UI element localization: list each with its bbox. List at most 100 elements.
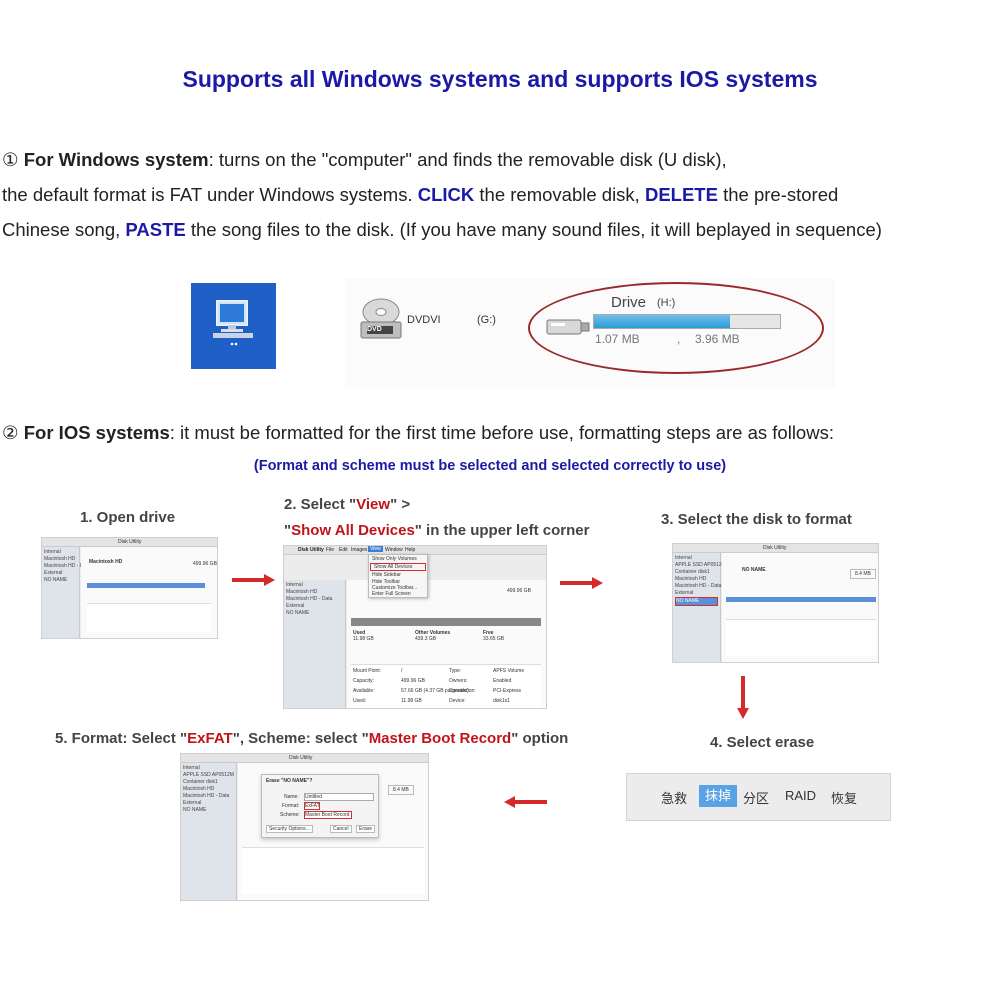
- raid-button[interactable]: RAID: [785, 788, 817, 803]
- menu-item-hide-sidebar[interactable]: Hide Sidebar: [372, 572, 401, 578]
- menu-item-show-all-devices[interactable]: Show All Devices: [370, 563, 426, 571]
- delete-keyword: DELETE: [644, 184, 718, 205]
- step-5-mbr: Master Boot Record: [368, 730, 512, 747]
- drive-free-space: 1.07 MB: [595, 332, 640, 346]
- windows-line2-b: the removable disk,: [474, 184, 645, 205]
- dvd-drive-icon: [360, 298, 402, 339]
- erase-toolbar: 急救 抹掉 分区 RAID 恢复: [626, 773, 891, 821]
- device-size: 8.4 MB: [388, 785, 414, 795]
- step-1-label: 1. Open drive: [80, 509, 176, 526]
- sidebar-item-no-name[interactable]: NO NAME: [44, 577, 68, 583]
- format-select[interactable]: ExFAT: [304, 802, 320, 810]
- erase-button[interactable]: 抹掉: [699, 785, 737, 807]
- explorer-strip: DVD DVDVI (G:) Drive (H:) 1.07 MB , 3.96…: [345, 278, 835, 388]
- sidebar-item-macintosh-hd[interactable]: Macintosh HD: [44, 556, 76, 562]
- arrow-right-icon: [560, 577, 603, 589]
- scheme-select[interactable]: Master Boot Record: [304, 811, 352, 819]
- format-label: Format:: [282, 803, 300, 809]
- step-5-text-a: 5. Format: Select ": [55, 730, 188, 747]
- step-5-text-c: " option: [511, 730, 569, 747]
- sidebar-item-no-name[interactable]: NO NAME: [183, 807, 207, 813]
- step-2-text-d: " in the upper left corner: [414, 522, 590, 539]
- step-2-label-line1: 2. Select "View" >: [284, 496, 410, 513]
- info-table: [242, 847, 424, 894]
- cell: 11.98 GB: [401, 698, 422, 704]
- menu-edit[interactable]: Edit: [339, 547, 348, 553]
- dvd-drive-letter: (G:): [477, 314, 496, 326]
- menu-item-hide-toolbar[interactable]: Hide Toolbar: [372, 579, 400, 585]
- dvd-label: DVDVI: [407, 314, 441, 326]
- cell: 57.66 GB (4.37 GB purgeable): [401, 688, 469, 694]
- sidebar-item-macintosh-hd[interactable]: Macintosh HD: [286, 589, 318, 595]
- windows-bullet: ①: [2, 149, 19, 170]
- other-volumes-value: 439.3 GB: [415, 636, 437, 642]
- dvd-badge: DVD: [367, 326, 382, 333]
- sidebar-item-macintosh-hd-data[interactable]: Macintosh HD - Data: [675, 583, 722, 589]
- windows-line2-a: the default format is FAT under Windows …: [2, 184, 418, 205]
- step-5-text-b: ", Scheme: select ": [232, 730, 369, 747]
- drive-letter: (H:): [657, 297, 676, 309]
- menu-item-show-only-volumes[interactable]: Show Only Volumes: [372, 556, 417, 562]
- partition-button[interactable]: 分区: [743, 791, 770, 806]
- cell: Used:: [353, 698, 367, 704]
- sidebar-item-apple-ssd[interactable]: APPLE SSD AP0512M: [183, 772, 234, 778]
- menu-disk-utility[interactable]: Disk Utility: [298, 547, 324, 553]
- toolbar-buttons: 急救 抹掉 分区 RAID 恢复: [627, 785, 890, 807]
- arrow-down-icon: [737, 676, 749, 719]
- erase-confirm-button[interactable]: Erase: [356, 825, 376, 833]
- sidebar: Internal APPLE SSD AP0512M Container dis…: [181, 763, 237, 900]
- windows-heading: For Windows system: [23, 149, 209, 170]
- volume-size: 499.96 GB: [507, 588, 531, 594]
- restore-button[interactable]: 恢复: [831, 791, 858, 806]
- drive-label[interactable]: Drive: [611, 294, 647, 311]
- device-name: NO NAME: [742, 567, 766, 573]
- sidebar-item-no-name[interactable]: NO NAME: [286, 610, 310, 616]
- security-options-button[interactable]: Security Options...: [266, 825, 313, 833]
- name-field[interactable]: Untitled: [304, 793, 374, 801]
- step-3-label: 3. Select the disk to format: [661, 511, 852, 528]
- cell: /: [401, 668, 403, 674]
- computer-icon-tile: [191, 283, 276, 369]
- volume-name: Macintosh HD: [89, 559, 123, 565]
- sidebar-item-macintosh-hd-data[interactable]: Macintosh HD - Data: [286, 596, 333, 602]
- info-table: [726, 619, 876, 656]
- menu-item-enter-full-screen[interactable]: Enter Full Screen: [372, 591, 411, 597]
- menu-images[interactable]: Images: [351, 547, 368, 553]
- sidebar-item-macintosh-hd-data[interactable]: Macintosh HD - Data: [183, 793, 230, 799]
- ios-line: ② For IOS systems: it must be formatted …: [2, 416, 834, 450]
- sidebar-item-macintosh-hd-data[interactable]: Macintosh HD - Data: [44, 563, 91, 569]
- menu-window[interactable]: Window: [385, 547, 403, 553]
- free-value: 33.65 GB: [483, 636, 505, 642]
- window-titlebar: Disk Utility: [673, 544, 878, 559]
- windows-line-3: Chinese song, PASTE the song files to th…: [2, 213, 882, 247]
- sidebar-item-no-name[interactable]: NO NAME: [675, 597, 718, 606]
- ios-bullet: ②: [2, 422, 19, 443]
- computer-icon: [213, 300, 253, 346]
- sidebar-item-macintosh-hd[interactable]: Macintosh HD: [183, 786, 215, 792]
- main-panel: NO NAME 8.4 MB: [722, 553, 878, 662]
- sidebar-section-external: External: [44, 570, 63, 576]
- capacity-bar: [726, 597, 876, 602]
- volume-size: 499.96 GB: [193, 561, 217, 567]
- drive-usage-bar: [593, 314, 781, 329]
- page-title: Supports all Windows systems and support…: [182, 66, 818, 92]
- sidebar-item-container[interactable]: Container disk1: [183, 779, 218, 785]
- cell: disk1s1: [493, 698, 510, 704]
- click-keyword: CLICK: [417, 184, 475, 205]
- windows-line3-a: Chinese song,: [2, 219, 126, 240]
- scheme-label: Scheme:: [280, 812, 300, 818]
- first-aid-button[interactable]: 急救: [661, 791, 688, 806]
- menu-help[interactable]: Help: [405, 547, 416, 553]
- other-volumes-label: Other Volumes: [415, 630, 451, 636]
- sidebar-item-macintosh-hd[interactable]: Macintosh HD: [675, 576, 707, 582]
- sidebar-item-container[interactable]: Container disk1: [675, 569, 710, 575]
- menu-view[interactable]: View: [368, 546, 383, 552]
- menu-file[interactable]: File: [326, 547, 335, 553]
- cancel-button[interactable]: Cancel: [330, 825, 352, 833]
- sidebar-item-apple-ssd[interactable]: APPLE SSD AP0512M: [675, 562, 726, 568]
- menu-item-customize-toolbar[interactable]: Customize Toolbar...: [372, 585, 418, 591]
- step-2-text-a: 2. Select ": [284, 496, 357, 513]
- sheet-title: Erase "NO NAME"?: [266, 778, 313, 784]
- cell: 499.96 GB: [401, 678, 425, 684]
